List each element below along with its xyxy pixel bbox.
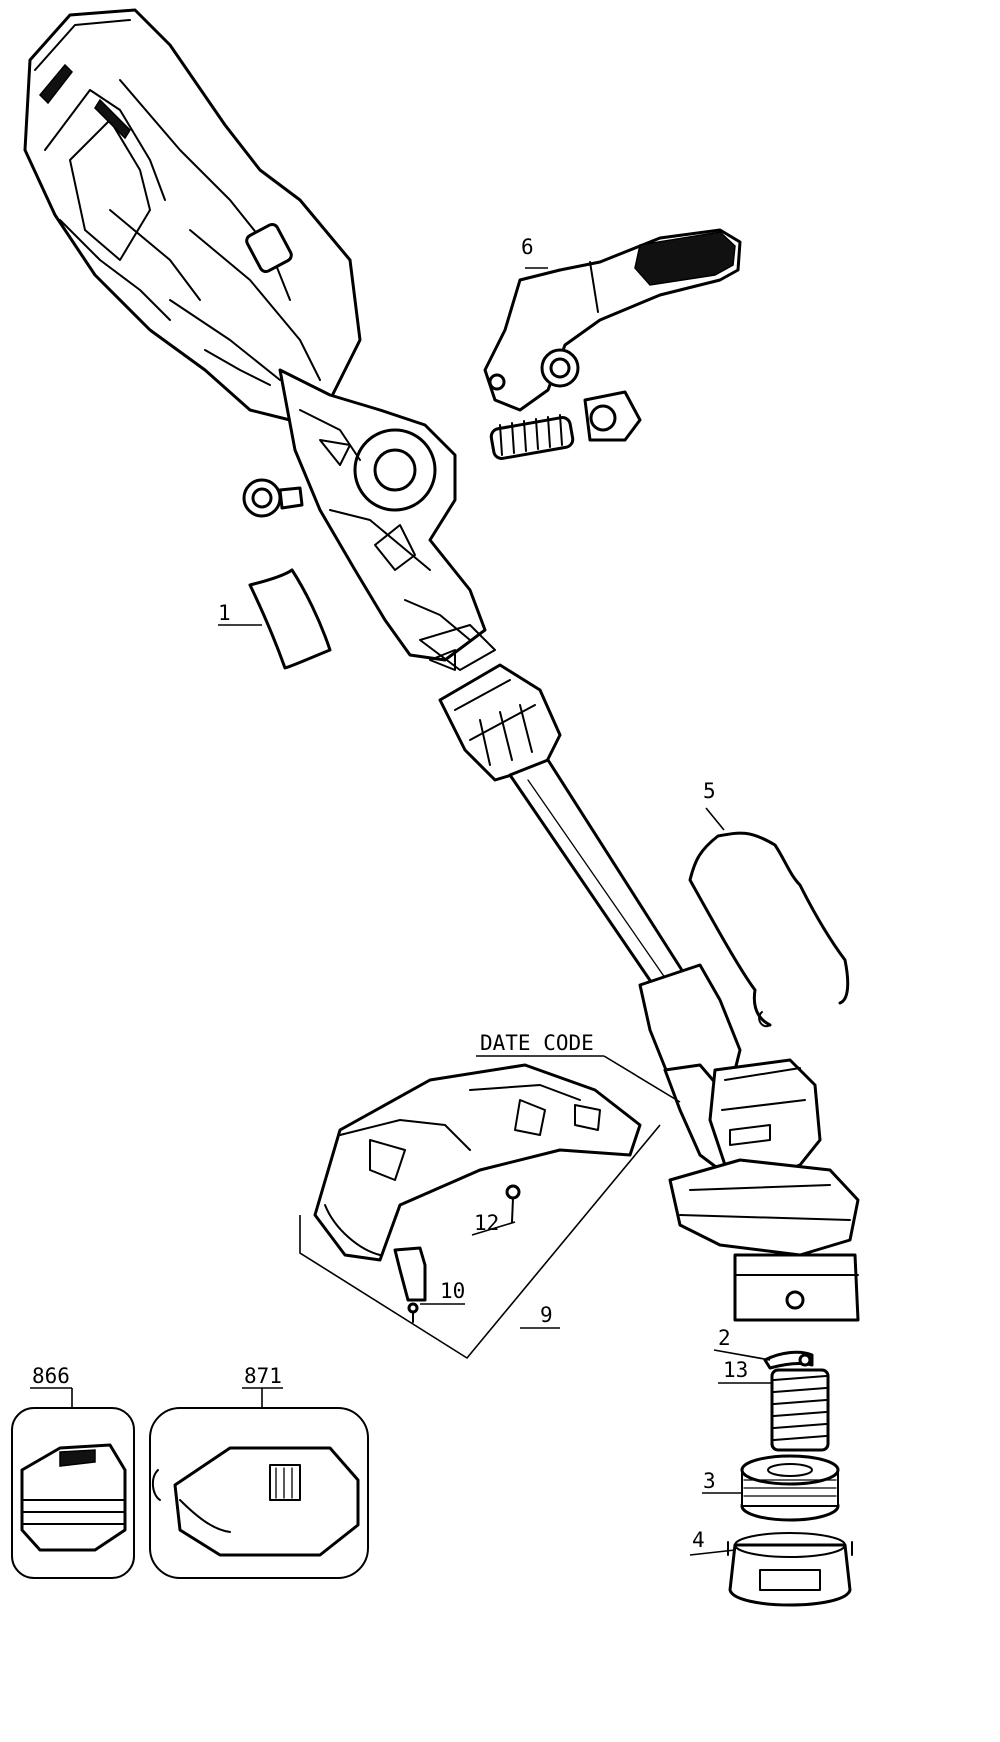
label-part-10: 10 bbox=[440, 1279, 465, 1303]
part-spool-3 bbox=[740, 1454, 840, 1522]
part-lever-2 bbox=[763, 1350, 814, 1370]
handle-bushing bbox=[583, 390, 642, 442]
part-clip-10 bbox=[393, 1246, 427, 1323]
date-code-leader bbox=[603, 1055, 681, 1103]
part-spool-cap-4 bbox=[727, 1532, 853, 1607]
label-part-1: 1 bbox=[218, 601, 231, 625]
leader-2 bbox=[713, 1349, 771, 1361]
battery-charger bbox=[149, 1407, 369, 1579]
battery-pack bbox=[11, 1407, 135, 1579]
part-auxiliary-handle bbox=[483, 228, 742, 412]
part-screw-12 bbox=[505, 1184, 521, 1223]
trimmer-handle-body bbox=[23, 8, 362, 422]
label-part-13: 13 bbox=[723, 1358, 748, 1382]
telescoping-collar bbox=[438, 663, 562, 782]
label-part-4: 4 bbox=[692, 1528, 705, 1552]
label-part-12: 12 bbox=[474, 1211, 499, 1235]
label-part-3: 3 bbox=[703, 1469, 716, 1493]
part-guard-assembly bbox=[313, 1063, 642, 1262]
label-charger-871: 871 bbox=[244, 1364, 282, 1388]
leader-12 bbox=[471, 1221, 516, 1236]
date-code-label: DATE CODE bbox=[480, 1031, 594, 1055]
leader-5 bbox=[705, 807, 725, 831]
label-part-6: 6 bbox=[521, 235, 534, 259]
trigger-lock-button bbox=[245, 222, 293, 274]
part-label-sheet bbox=[248, 568, 332, 670]
trimmer-shaft bbox=[508, 758, 687, 997]
handle-spring bbox=[489, 414, 575, 460]
label-part-2: 2 bbox=[718, 1326, 731, 1350]
label-part-9: 9 bbox=[540, 1303, 553, 1327]
label-part-5: 5 bbox=[703, 779, 716, 803]
guard-bracket-line bbox=[299, 1124, 661, 1360]
pivot-housing bbox=[278, 368, 496, 671]
label-battery-866: 866 bbox=[32, 1364, 70, 1388]
knob-part bbox=[242, 478, 304, 518]
part-edge-guide bbox=[688, 831, 850, 1028]
motor-head-assembly bbox=[638, 963, 860, 1322]
leader-4 bbox=[689, 1549, 736, 1556]
part-spring-13 bbox=[770, 1368, 830, 1452]
